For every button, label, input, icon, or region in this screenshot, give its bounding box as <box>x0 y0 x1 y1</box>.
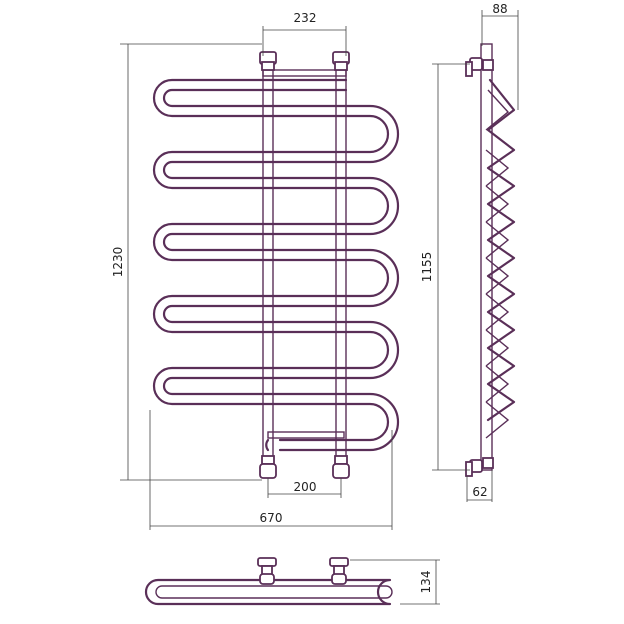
serpentine-coil-inner <box>162 88 400 452</box>
bottom-right-fitting <box>332 463 350 479</box>
dim-depth-top: 88 <box>492 2 507 16</box>
dim-height-axis: 1155 <box>420 252 434 283</box>
top-left-nut <box>261 61 275 71</box>
plan-dimensions: 134 <box>350 559 440 605</box>
bottom-left-fitting <box>259 463 277 479</box>
dim-axis-top: 232 <box>294 11 317 25</box>
plan-outer-loop <box>144 578 392 606</box>
dim-height-total: 1230 <box>111 247 125 278</box>
top-fittings <box>259 51 350 71</box>
side-top-nut <box>482 59 494 71</box>
dim-depth-bottom: 62 <box>472 485 487 499</box>
plan-view <box>144 557 393 606</box>
dim-axis-bottom: 200 <box>294 480 317 494</box>
bottom-loop <box>265 438 270 452</box>
dim-depth-plan: 134 <box>419 571 433 594</box>
plan-inner-loop <box>155 585 393 599</box>
front-view <box>152 51 400 479</box>
side-zigzag-inner <box>485 89 510 439</box>
plan-right-valve <box>329 557 349 567</box>
bottom-right-nut <box>334 455 348 465</box>
front-dimensions: 232 1230 200 670 <box>111 11 393 530</box>
side-bottom-cap <box>465 461 473 477</box>
bottom-fittings <box>259 455 350 479</box>
side-view <box>465 43 516 477</box>
bottom-crossbar <box>267 431 345 439</box>
top-right-nut <box>334 61 348 71</box>
side-zigzag <box>486 78 516 422</box>
side-dimensions: 88 1155 62 <box>420 2 519 502</box>
serpentine-coil-outer <box>152 78 390 442</box>
side-top-cap <box>465 61 473 77</box>
left-riser <box>262 61 274 463</box>
plan-left-valve <box>257 557 277 567</box>
plan-right-nut <box>331 573 347 585</box>
side-riser <box>480 43 493 471</box>
dim-width-total: 670 <box>260 511 283 525</box>
side-bottom-nut <box>482 457 494 469</box>
plan-left-nut <box>259 573 275 585</box>
right-riser <box>335 61 347 463</box>
vertical-risers <box>262 61 347 463</box>
top-crossbar <box>262 69 347 77</box>
bottom-left-nut <box>261 455 275 465</box>
